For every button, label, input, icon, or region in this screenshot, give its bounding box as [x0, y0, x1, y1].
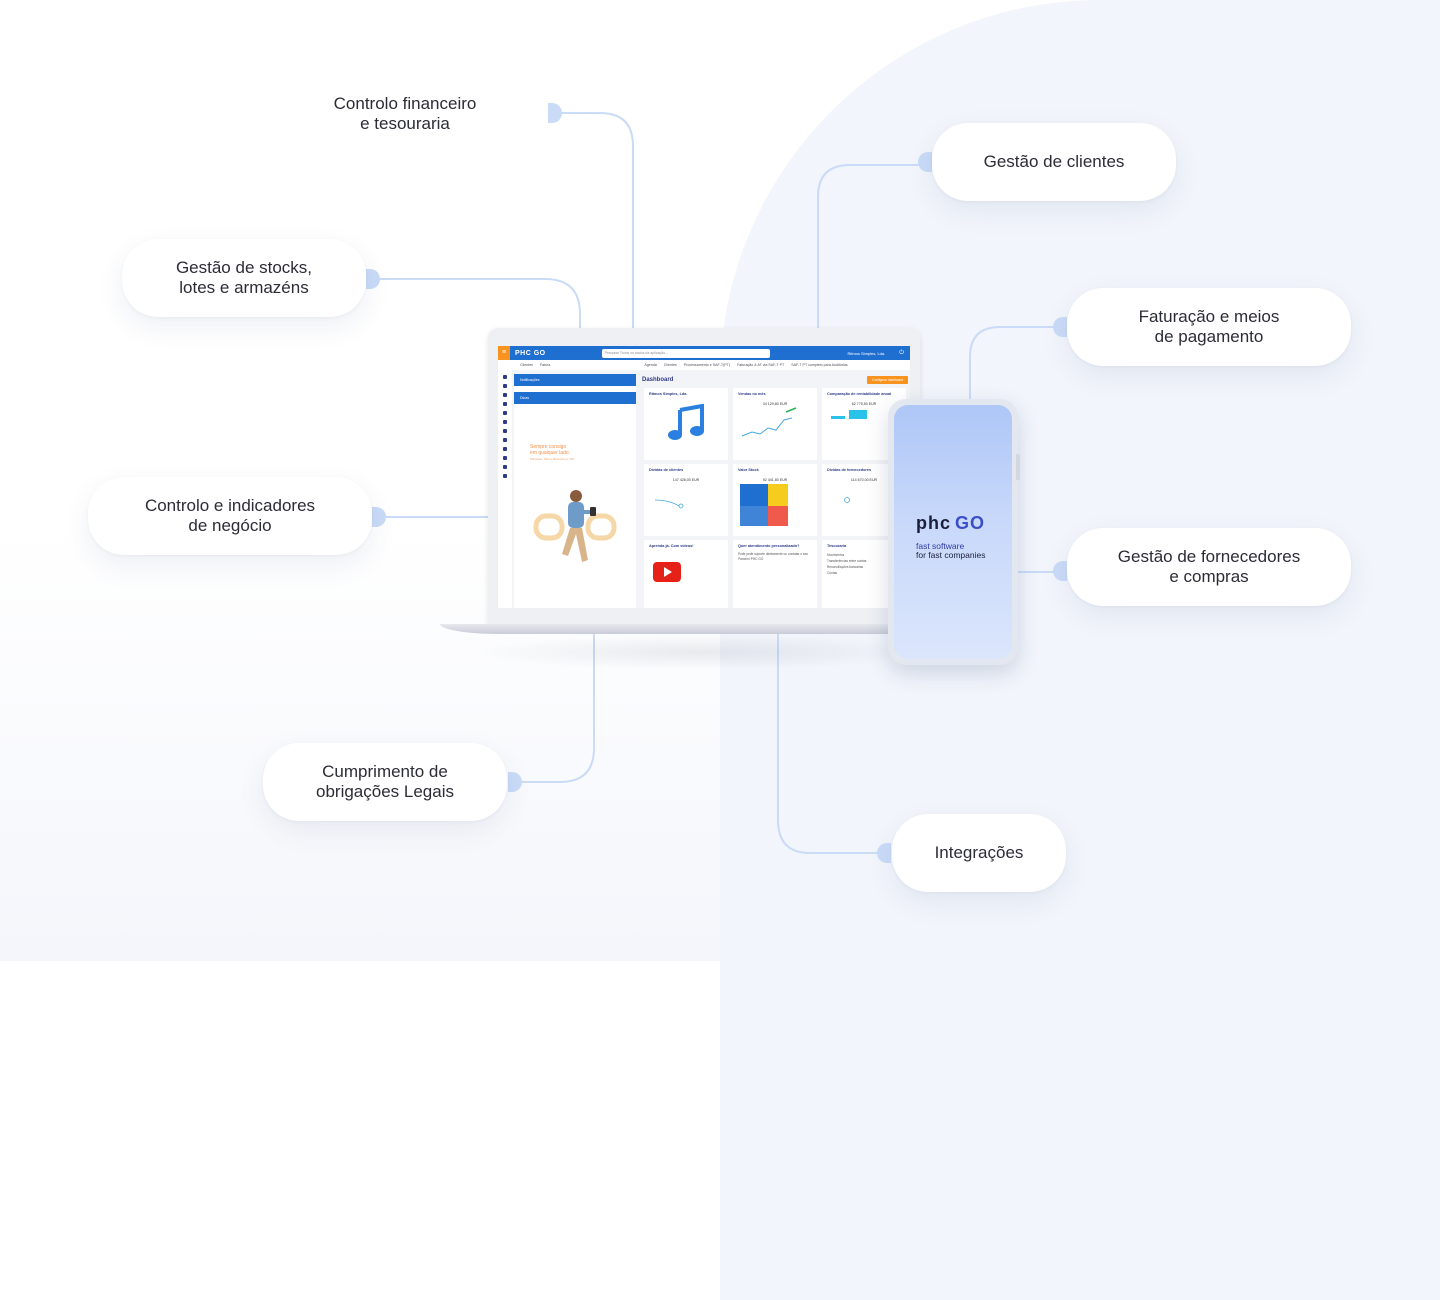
connector-knob: [366, 269, 380, 289]
rail-icon[interactable]: [503, 402, 507, 406]
tile-title: Comparação de rentabilidade anual: [827, 392, 892, 396]
phone-side-button: [1016, 454, 1020, 480]
app-side-rail: [498, 370, 512, 608]
subnav-item[interactable]: Clientes: [663, 363, 677, 367]
tile-value: 34 129,80 EUR: [762, 402, 788, 406]
app-topbar: ≡ PHC GO Pesquise Todos os dados da apli…: [498, 346, 910, 360]
configure-dashboard-button[interactable]: Configurar dashboard: [867, 376, 908, 384]
search-placeholder: Pesquise Todos os dados da aplicação...: [604, 351, 668, 355]
tile-title: Dívidas de clientes: [649, 468, 684, 472]
subnav-item[interactable]: Agenda: [644, 363, 657, 367]
tile-title: Quer atendimento personalizado?: [738, 544, 800, 548]
logo-phc: phc: [916, 513, 952, 533]
tile-title: Valor Stock: [738, 468, 759, 472]
tagline-line-2: for fast companies: [916, 550, 986, 560]
app-logo: PHC GO: [515, 349, 546, 357]
tile-title: Tesouraria: [827, 544, 847, 548]
company-name: Ritmos Simples, Lda.: [847, 350, 886, 356]
logo-go: GO: [955, 513, 986, 533]
feature-faturacao: Faturação e meios de pagamento: [1067, 288, 1351, 366]
tile-title: Ritmos Simples, Lda.: [649, 392, 688, 396]
tile-sales[interactable]: Vendas no mês 34 129,80 EUR: [733, 388, 817, 460]
feature-fornecedores: Gestão de fornecedores e compras: [1067, 528, 1351, 606]
tile-title: Aprenda já. Com vídeos!: [649, 544, 694, 548]
tile-text: Movimentos Transferências entre contas R…: [827, 553, 867, 575]
client-debts-chart: [654, 499, 684, 509]
promo-title: Sempre consigo em qualquer lado.: [530, 444, 571, 456]
rail-icon[interactable]: [503, 411, 507, 415]
power-icon[interactable]: ⏻: [899, 349, 904, 356]
feature-stocks: Gestão de stocks, lotes e armazéns: [122, 239, 366, 317]
rail-icon[interactable]: [503, 474, 507, 478]
connector-knob: [508, 772, 522, 792]
connector-knob: [1053, 317, 1067, 337]
rail-icon[interactable]: [503, 447, 507, 451]
subnav-item[interactable]: Faturação & AT via SAF-T PT: [737, 363, 785, 367]
rail-icon[interactable]: [503, 438, 507, 442]
connector-knob: [1053, 561, 1067, 581]
promo-sub: Windows, Mac e dispositivos iOS: [530, 457, 575, 461]
person-illustration: [533, 490, 617, 562]
profitability-bar-chart: [831, 410, 867, 419]
connector-lines: [380, 112, 1055, 854]
rail-icon[interactable]: [503, 375, 507, 379]
feature-financeiro: Controlo financeiro e tesouraria: [333, 94, 477, 133]
connector-knob: [548, 103, 562, 123]
tile-value: 147 428,00 EUR: [672, 478, 700, 482]
tagline: fast software for fast companies: [916, 542, 985, 560]
feature-legais: Cumprimento de obrigações Legais: [263, 743, 507, 821]
subnav-item[interactable]: Processamento e SAF-T(PT): [683, 363, 731, 367]
connector-knob: [372, 507, 386, 527]
dashboard-title: Dashboard: [642, 377, 674, 383]
tile-value: 114 670,00 EUR: [850, 478, 878, 482]
feature-clientes: Gestão de clientes: [932, 123, 1176, 201]
music-note-icon: [668, 404, 704, 440]
rail-icon[interactable]: [503, 384, 507, 388]
menu-icon[interactable]: ≡: [498, 346, 510, 360]
rail-icon[interactable]: [503, 456, 507, 460]
tile-stock-value[interactable]: Valor Stock 92 441,80 EUR: [733, 464, 817, 536]
search-input[interactable]: Pesquise Todos os dados da aplicação...: [601, 348, 770, 358]
tile-support[interactable]: Quer atendimento personalizado? Pode ped…: [733, 540, 817, 608]
rail-icon[interactable]: [503, 429, 507, 433]
dashboard-header: Dashboard Configurar dashboard: [642, 374, 908, 386]
subnav-item[interactable]: Fatura: [539, 363, 551, 367]
laptop-screen: ≡ PHC GO Pesquise Todos os dados da apli…: [498, 346, 910, 608]
laptop: ≡ PHC GO Pesquise Todos os dados da apli…: [488, 328, 920, 628]
promo-text: Sempre consigo em qualquer lado. Windows…: [530, 444, 574, 462]
app-left-panel: Notificações Dicas Sempre consigo em qua…: [514, 374, 636, 608]
supplier-debts-chart: [844, 497, 850, 503]
rail-icon[interactable]: [503, 393, 507, 397]
app-subnav: Clientes Fatura Agenda Clientes Processa…: [498, 360, 910, 370]
tile-title: Vendas no mês: [738, 392, 766, 396]
tagline-line-1: fast software: [916, 541, 965, 551]
youtube-icon[interactable]: [653, 562, 681, 582]
stock-treemap: [740, 484, 788, 526]
laptop-shadow: [470, 634, 930, 670]
rail-icon[interactable]: [503, 420, 507, 424]
sales-line-chart: [741, 407, 797, 437]
tips-bar[interactable]: Dicas: [514, 392, 636, 404]
tile-title: Dívidas de fornecedores: [827, 468, 872, 472]
tile-videos[interactable]: Aprenda já. Com vídeos!: [644, 540, 728, 608]
subnav-item[interactable]: Clientes: [520, 363, 533, 367]
subnav-item[interactable]: SAF-T PT completo para Auditorias: [791, 363, 848, 367]
laptop-base: [440, 624, 960, 634]
rail-icon[interactable]: [503, 465, 507, 469]
tile-value: 62 775,50 EUR: [851, 402, 877, 406]
feature-integracoes: Integrações: [892, 814, 1066, 892]
connector-knob: [918, 152, 932, 172]
tile-client-debts[interactable]: Dívidas de clientes 147 428,00 EUR: [644, 464, 728, 536]
connector-knob: [877, 843, 891, 863]
tile-company[interactable]: Ritmos Simples, Lda.: [644, 388, 728, 460]
notifications-bar[interactable]: Notificações: [514, 374, 636, 386]
tile-value: 92 441,80 EUR: [762, 478, 788, 482]
tile-text: Pode pedir suporte diretamente ou contat…: [738, 552, 809, 561]
feature-indicadores: Controlo e indicadores de negócio: [88, 477, 372, 555]
